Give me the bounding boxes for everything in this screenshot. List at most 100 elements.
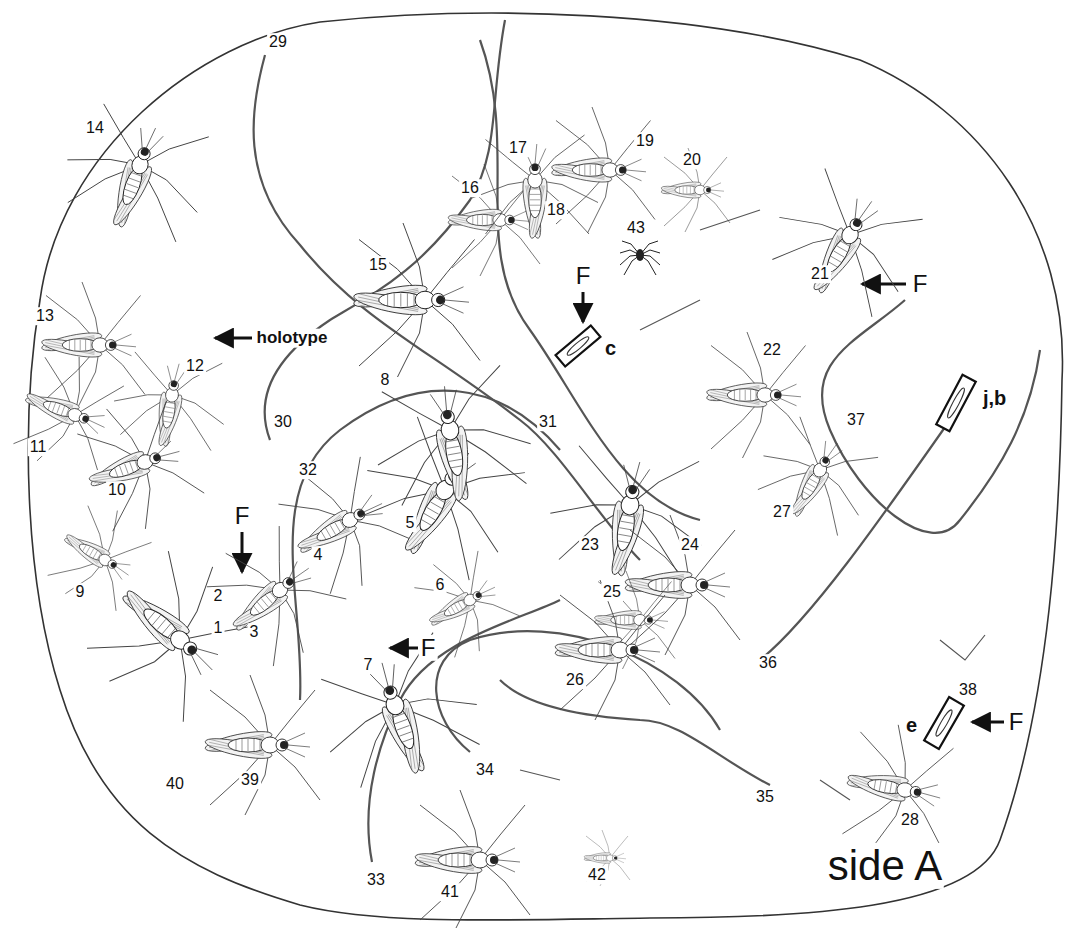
abdomen-segment <box>619 528 632 530</box>
abdomen-segment <box>330 525 335 534</box>
insect-leg <box>129 352 179 395</box>
marker-letter: F <box>419 635 438 661</box>
insect-antenna <box>535 144 537 164</box>
insect-eye <box>531 164 538 171</box>
arrow <box>862 283 906 286</box>
insect-figure <box>52 94 223 251</box>
insect-head <box>136 146 151 161</box>
abdomen-segment <box>455 604 459 611</box>
abdomen-segment <box>530 194 541 195</box>
abdomen-segment <box>260 739 261 751</box>
insect-eye <box>630 646 638 654</box>
abdomen-segment <box>248 739 249 751</box>
insect-head <box>612 856 617 861</box>
insect-eye <box>508 217 514 223</box>
insect-antenna <box>781 395 801 397</box>
fragment <box>700 210 760 230</box>
insect-antenna <box>116 345 136 347</box>
abdomen-segment <box>127 184 138 188</box>
insect-figure <box>705 332 810 458</box>
insect-figure <box>108 346 234 457</box>
abdomen-segment <box>662 579 663 591</box>
abdomen-segment <box>890 782 892 793</box>
callout-number: 7 <box>362 656 375 674</box>
hair <box>500 680 770 785</box>
insect-leg <box>620 650 670 705</box>
abdomen-segment <box>624 616 625 624</box>
hair <box>254 55 640 560</box>
callout-number: 5 <box>404 514 417 532</box>
hair <box>822 300 1040 533</box>
abdomen-segment <box>407 293 408 306</box>
abdomen-segment <box>745 390 746 401</box>
panel-box-outline <box>921 695 967 751</box>
callout-number: 26 <box>564 671 586 689</box>
insect-antenna <box>624 173 642 181</box>
abdomen-segment <box>265 595 272 603</box>
abdomen-segment <box>837 246 847 252</box>
insect-head <box>848 216 864 232</box>
insect-figure <box>584 830 630 886</box>
insect-figure <box>660 148 730 232</box>
abdomen-segment <box>690 186 691 193</box>
abdomen-segment <box>601 165 602 176</box>
callout-number: 13 <box>34 307 56 325</box>
insect-leg <box>270 690 315 745</box>
callout-number: 36 <box>757 654 779 672</box>
insect-antenna <box>635 638 655 647</box>
insect-antenna <box>480 590 495 602</box>
insect-figure <box>352 223 480 377</box>
insect-head <box>626 644 638 656</box>
insect-antenna <box>620 465 634 488</box>
insect-antenna <box>624 159 642 167</box>
marker-letter: F <box>911 271 930 297</box>
abdomen-segment <box>52 403 55 412</box>
abdomen-segment <box>734 390 735 401</box>
abdomen-segment <box>470 854 471 866</box>
abdomen-segment <box>421 519 432 526</box>
insect-antenna <box>636 468 650 491</box>
insect-antenna <box>653 620 668 621</box>
abdomen-segment <box>395 719 407 724</box>
insect-wing <box>809 234 865 294</box>
insect-antenna <box>194 653 214 670</box>
abdomen-segment <box>123 195 134 199</box>
wing-outline <box>377 703 430 775</box>
insect-eye <box>706 188 711 193</box>
insect-antenna <box>184 653 207 675</box>
abdomen-segment <box>586 644 587 656</box>
callout-number: 42 <box>586 866 608 884</box>
insect-antenna <box>288 745 310 747</box>
marker-letter: F <box>574 263 593 289</box>
insect-head <box>107 558 118 569</box>
abdomen-segment <box>164 411 173 413</box>
insect-head <box>505 215 515 225</box>
insect-figure <box>624 515 740 655</box>
abdomen-segment <box>464 854 465 866</box>
panel-letter: e <box>905 714 918 736</box>
abdomen-segment <box>242 739 243 751</box>
abdomen-segment <box>530 210 541 211</box>
abdomen-segment <box>451 606 455 613</box>
insect-head <box>78 412 90 424</box>
abdomen-segment <box>387 293 388 306</box>
abdomen-segment <box>530 199 541 200</box>
callout-number: 41 <box>439 883 461 901</box>
insect-antenna <box>709 192 721 197</box>
insect-figure <box>40 282 145 408</box>
abdomen-segment <box>809 479 817 484</box>
pointer-arrows <box>215 284 1004 722</box>
abdomen-segment <box>447 608 451 615</box>
wing-outline <box>109 163 157 228</box>
abdomen-segment <box>802 491 810 496</box>
abdomen-segment <box>91 340 92 351</box>
insect-head <box>644 616 652 624</box>
insect-figure <box>194 513 355 677</box>
abdomen-segment <box>93 551 97 558</box>
insect-leg <box>700 157 727 190</box>
abdomen-segment <box>114 467 118 477</box>
abdomen-segment <box>874 779 876 790</box>
amber-outline <box>28 13 1062 920</box>
abdomen-segment <box>321 531 326 540</box>
callout-number: 4 <box>312 546 325 564</box>
